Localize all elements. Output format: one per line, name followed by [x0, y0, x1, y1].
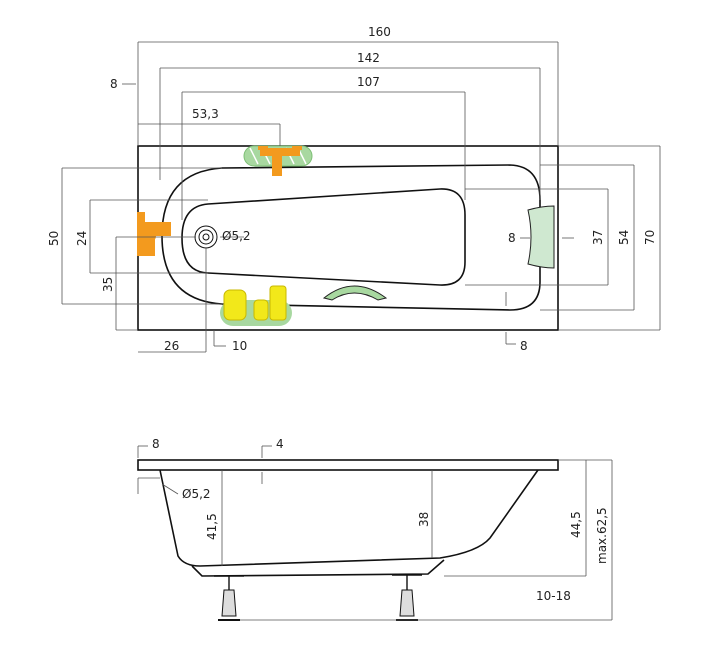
tub-base-profile [191, 559, 445, 577]
dim-rim-4: 4 [276, 437, 284, 451]
dim-offset-26: 26 [164, 339, 179, 353]
dim-depth-41-5: 41,5 [205, 513, 219, 540]
dim-edge-8: 8 [110, 77, 118, 91]
dim-max-height: max.62,5 [595, 507, 609, 564]
leg-right-icon [392, 574, 422, 621]
grab-handle-icon [322, 285, 388, 301]
tub-outer-outline [137, 145, 559, 331]
dim-width-24: 24 [75, 231, 89, 246]
tub-rim-contour [161, 164, 541, 311]
tub-rim-profile [137, 459, 559, 471]
dim-depth-38: 38 [417, 512, 431, 527]
dim-side-drain-diameter: Ø5,2 [182, 487, 211, 501]
tub-body-profile [159, 469, 539, 567]
dim-offset-10: 10 [232, 339, 247, 353]
dim-total-width: 70 [643, 230, 657, 245]
mixer-tap-icon [243, 145, 313, 176]
dim-height-44-5: 44,5 [569, 511, 583, 538]
dim-inner-length-107: 107 [357, 75, 380, 89]
leg-left-icon [214, 575, 244, 621]
dim-headrest-8: 8 [508, 231, 516, 245]
dim-width-54: 54 [617, 230, 631, 245]
dim-legs-range: 10-18 [536, 589, 571, 603]
dim-rim-8: 8 [152, 437, 160, 451]
dim-total-length: 160 [368, 25, 391, 39]
dim-height-35: 35 [101, 277, 115, 292]
side-view: 8 4 Ø5,2 41,5 38 44,5 max.62,5 10-18 [137, 437, 613, 621]
dim-drain-diameter: Ø5,2 [222, 229, 251, 243]
top-view: 160 142 107 8 53,3 70 54 37 8 [47, 25, 661, 353]
dim-width-50: 50 [47, 231, 61, 246]
overflow-tap-icon [137, 212, 171, 256]
drain-icon [194, 225, 218, 249]
soap-dish-icon [220, 285, 292, 326]
dim-offset-8-bottom: 8 [520, 339, 528, 353]
dim-inner-length-142: 142 [357, 51, 380, 65]
dim-drain-offset: 53,3 [192, 107, 219, 121]
tub-floor-contour [181, 188, 466, 286]
dim-width-37: 37 [591, 230, 605, 245]
headrest-shape [527, 205, 555, 269]
